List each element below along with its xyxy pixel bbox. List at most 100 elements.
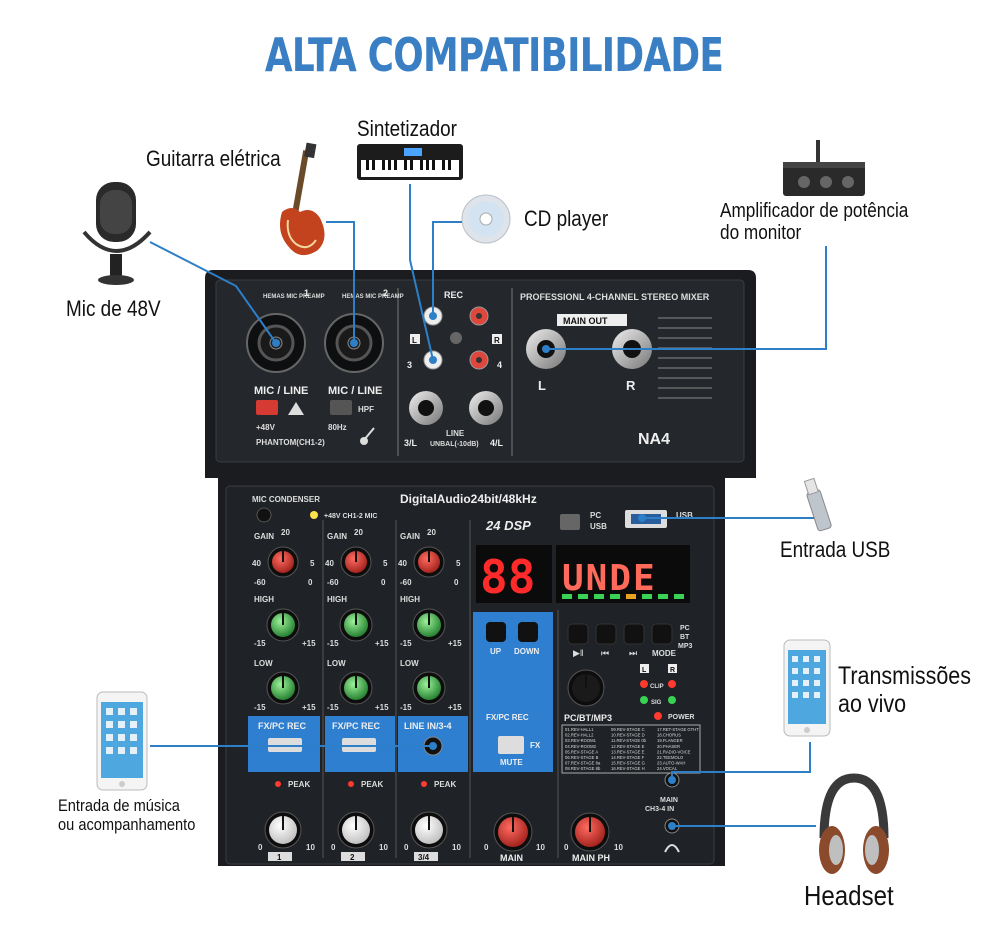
mute-label: MUTE	[500, 758, 523, 767]
mute-button[interactable]	[498, 736, 524, 754]
fx-up-button[interactable]	[486, 622, 506, 642]
low-labels: LOW LOW LOW -15 -15 -15 +15 +15 +15	[254, 659, 462, 712]
fx-list-item: 05.REV-STAGE A	[565, 749, 598, 754]
fx-list-item: 09.REV-STAGE C	[611, 727, 645, 732]
gain-knob-ch2[interactable]	[340, 546, 372, 578]
preamp-label-1: HEMAS MIC PREAMP	[263, 294, 325, 300]
high-knob-ch3-4[interactable]	[412, 608, 446, 642]
clip-led-l	[640, 680, 648, 688]
svg-text:40: 40	[325, 559, 334, 568]
svg-text:-60: -60	[254, 578, 266, 587]
svg-text:20: 20	[281, 528, 290, 537]
main-volume-knob[interactable]	[493, 812, 533, 852]
svg-text:40: 40	[252, 559, 261, 568]
svg-text:+15: +15	[302, 639, 316, 648]
unbal-label: UNBAL(-10dB)	[430, 441, 479, 448]
svg-text:10: 10	[614, 843, 623, 852]
svg-text:0: 0	[404, 843, 409, 852]
ch-label-1: 1	[277, 853, 282, 862]
fx-list-item: 08.REV-STAGE 8b	[565, 766, 601, 771]
ch-label-2: 2	[350, 853, 355, 862]
svg-text:GAIN: GAIN	[254, 532, 274, 541]
svg-text:HIGH: HIGH	[327, 595, 347, 604]
fx-list-item: 20.PHASER	[657, 744, 680, 749]
svg-text:LOW: LOW	[254, 659, 273, 668]
svg-text:PEAK: PEAK	[288, 780, 310, 789]
led-display-left	[476, 545, 552, 603]
label-mic: Mic de 48V	[66, 296, 161, 321]
svg-text:-60: -60	[400, 578, 412, 587]
high-labels: HIGH HIGH HIGH -15 -15 -15 +15 +15 +15	[254, 595, 462, 648]
sig-label: SIG	[651, 700, 662, 706]
gain-knob-ch3-4[interactable]	[413, 546, 445, 578]
condenser-mic-jack[interactable]	[256, 507, 272, 523]
fx-list-item: 04.REV-ROOM2	[565, 744, 597, 749]
level-leds	[562, 594, 684, 599]
svg-text:+15: +15	[375, 703, 389, 712]
amplifier-icon	[783, 140, 865, 196]
guitar-cable	[326, 221, 355, 343]
out-r-label: R	[626, 378, 636, 393]
guitar-icon	[280, 142, 325, 256]
mp3-src-label: MP3	[678, 643, 693, 650]
label-live-1: Transmissões	[838, 662, 972, 690]
label-music-1: Entrada de música	[58, 796, 180, 815]
bt-src-label: BT	[680, 634, 690, 641]
svg-text:10: 10	[379, 843, 388, 852]
svg-text:HIGH: HIGH	[254, 595, 274, 604]
next-icon: ⏭	[629, 648, 637, 658]
fx-list-item: 13.REV-STAGE E	[611, 749, 645, 754]
fx-list-box	[561, 724, 701, 774]
phantom-power-button[interactable]	[256, 400, 278, 415]
svg-text:0: 0	[258, 843, 263, 852]
fxpcrec-label: FX/PC REC	[486, 713, 529, 722]
power-label: POWER	[668, 714, 694, 721]
mic-line-label-2: MIC / LINE	[328, 385, 382, 397]
high-knob-ch2[interactable]	[339, 608, 373, 642]
svg-text:40: 40	[398, 559, 407, 568]
mic-condenser-label: MIC CONDENSER	[252, 495, 320, 504]
model-label: NA4	[638, 431, 670, 448]
led-digits-left: 88	[480, 550, 535, 604]
media-buttons[interactable]	[567, 623, 673, 645]
fx-list-item: 19.FLANGER	[657, 738, 683, 743]
fx-list-item: 10.REV-STAGE D	[611, 733, 645, 738]
warning-icon	[288, 402, 304, 415]
main-phones-knob[interactable]	[570, 812, 610, 852]
svg-text:-15: -15	[400, 703, 412, 712]
cd-icon	[461, 194, 511, 244]
volume-knob-ch2[interactable]	[337, 811, 375, 849]
media-volume-knob[interactable]	[567, 669, 605, 707]
volume-knob-ch1[interactable]	[264, 811, 302, 849]
svg-text:HIGH: HIGH	[400, 595, 420, 604]
mic-line-label-1: MIC / LINE	[254, 385, 308, 397]
pc-usb-switch[interactable]	[560, 514, 580, 530]
hpf-button[interactable]	[330, 400, 352, 415]
input-3-label: 3	[407, 360, 412, 370]
low-knob-ch3-4[interactable]	[412, 671, 446, 705]
mic48-label: +48V CH1-2 MIC	[324, 513, 378, 520]
svg-text:+15: +15	[302, 703, 316, 712]
high-knob-ch1[interactable]	[266, 608, 300, 642]
pc-label: PC	[590, 511, 601, 520]
gain-knob-ch1[interactable]	[267, 546, 299, 578]
svg-text:GAIN: GAIN	[327, 532, 347, 541]
volume-knob-ch3-4[interactable]	[410, 811, 448, 849]
synth-cable	[409, 184, 434, 361]
svg-text:-15: -15	[327, 703, 339, 712]
headphone-small-icon	[664, 844, 680, 853]
svg-text:LOW: LOW	[400, 659, 419, 668]
svg-text:10: 10	[452, 843, 461, 852]
svg-text:-15: -15	[400, 639, 412, 648]
svg-text:PEAK: PEAK	[361, 780, 383, 789]
amp-cable	[546, 246, 827, 350]
fx-list-item: 24.VOCAL	[657, 766, 678, 771]
low-knob-ch2[interactable]	[339, 671, 373, 705]
rec-label: REC	[444, 290, 464, 300]
main-out-label: MAIN OUT	[563, 316, 608, 326]
low-knob-ch1[interactable]	[266, 671, 300, 705]
fx-down-button[interactable]	[518, 622, 538, 642]
label-synth: Sintetizador	[357, 116, 457, 141]
svg-text:0: 0	[454, 578, 459, 587]
fx-list-item: 02.REV-HALL2	[565, 733, 594, 738]
